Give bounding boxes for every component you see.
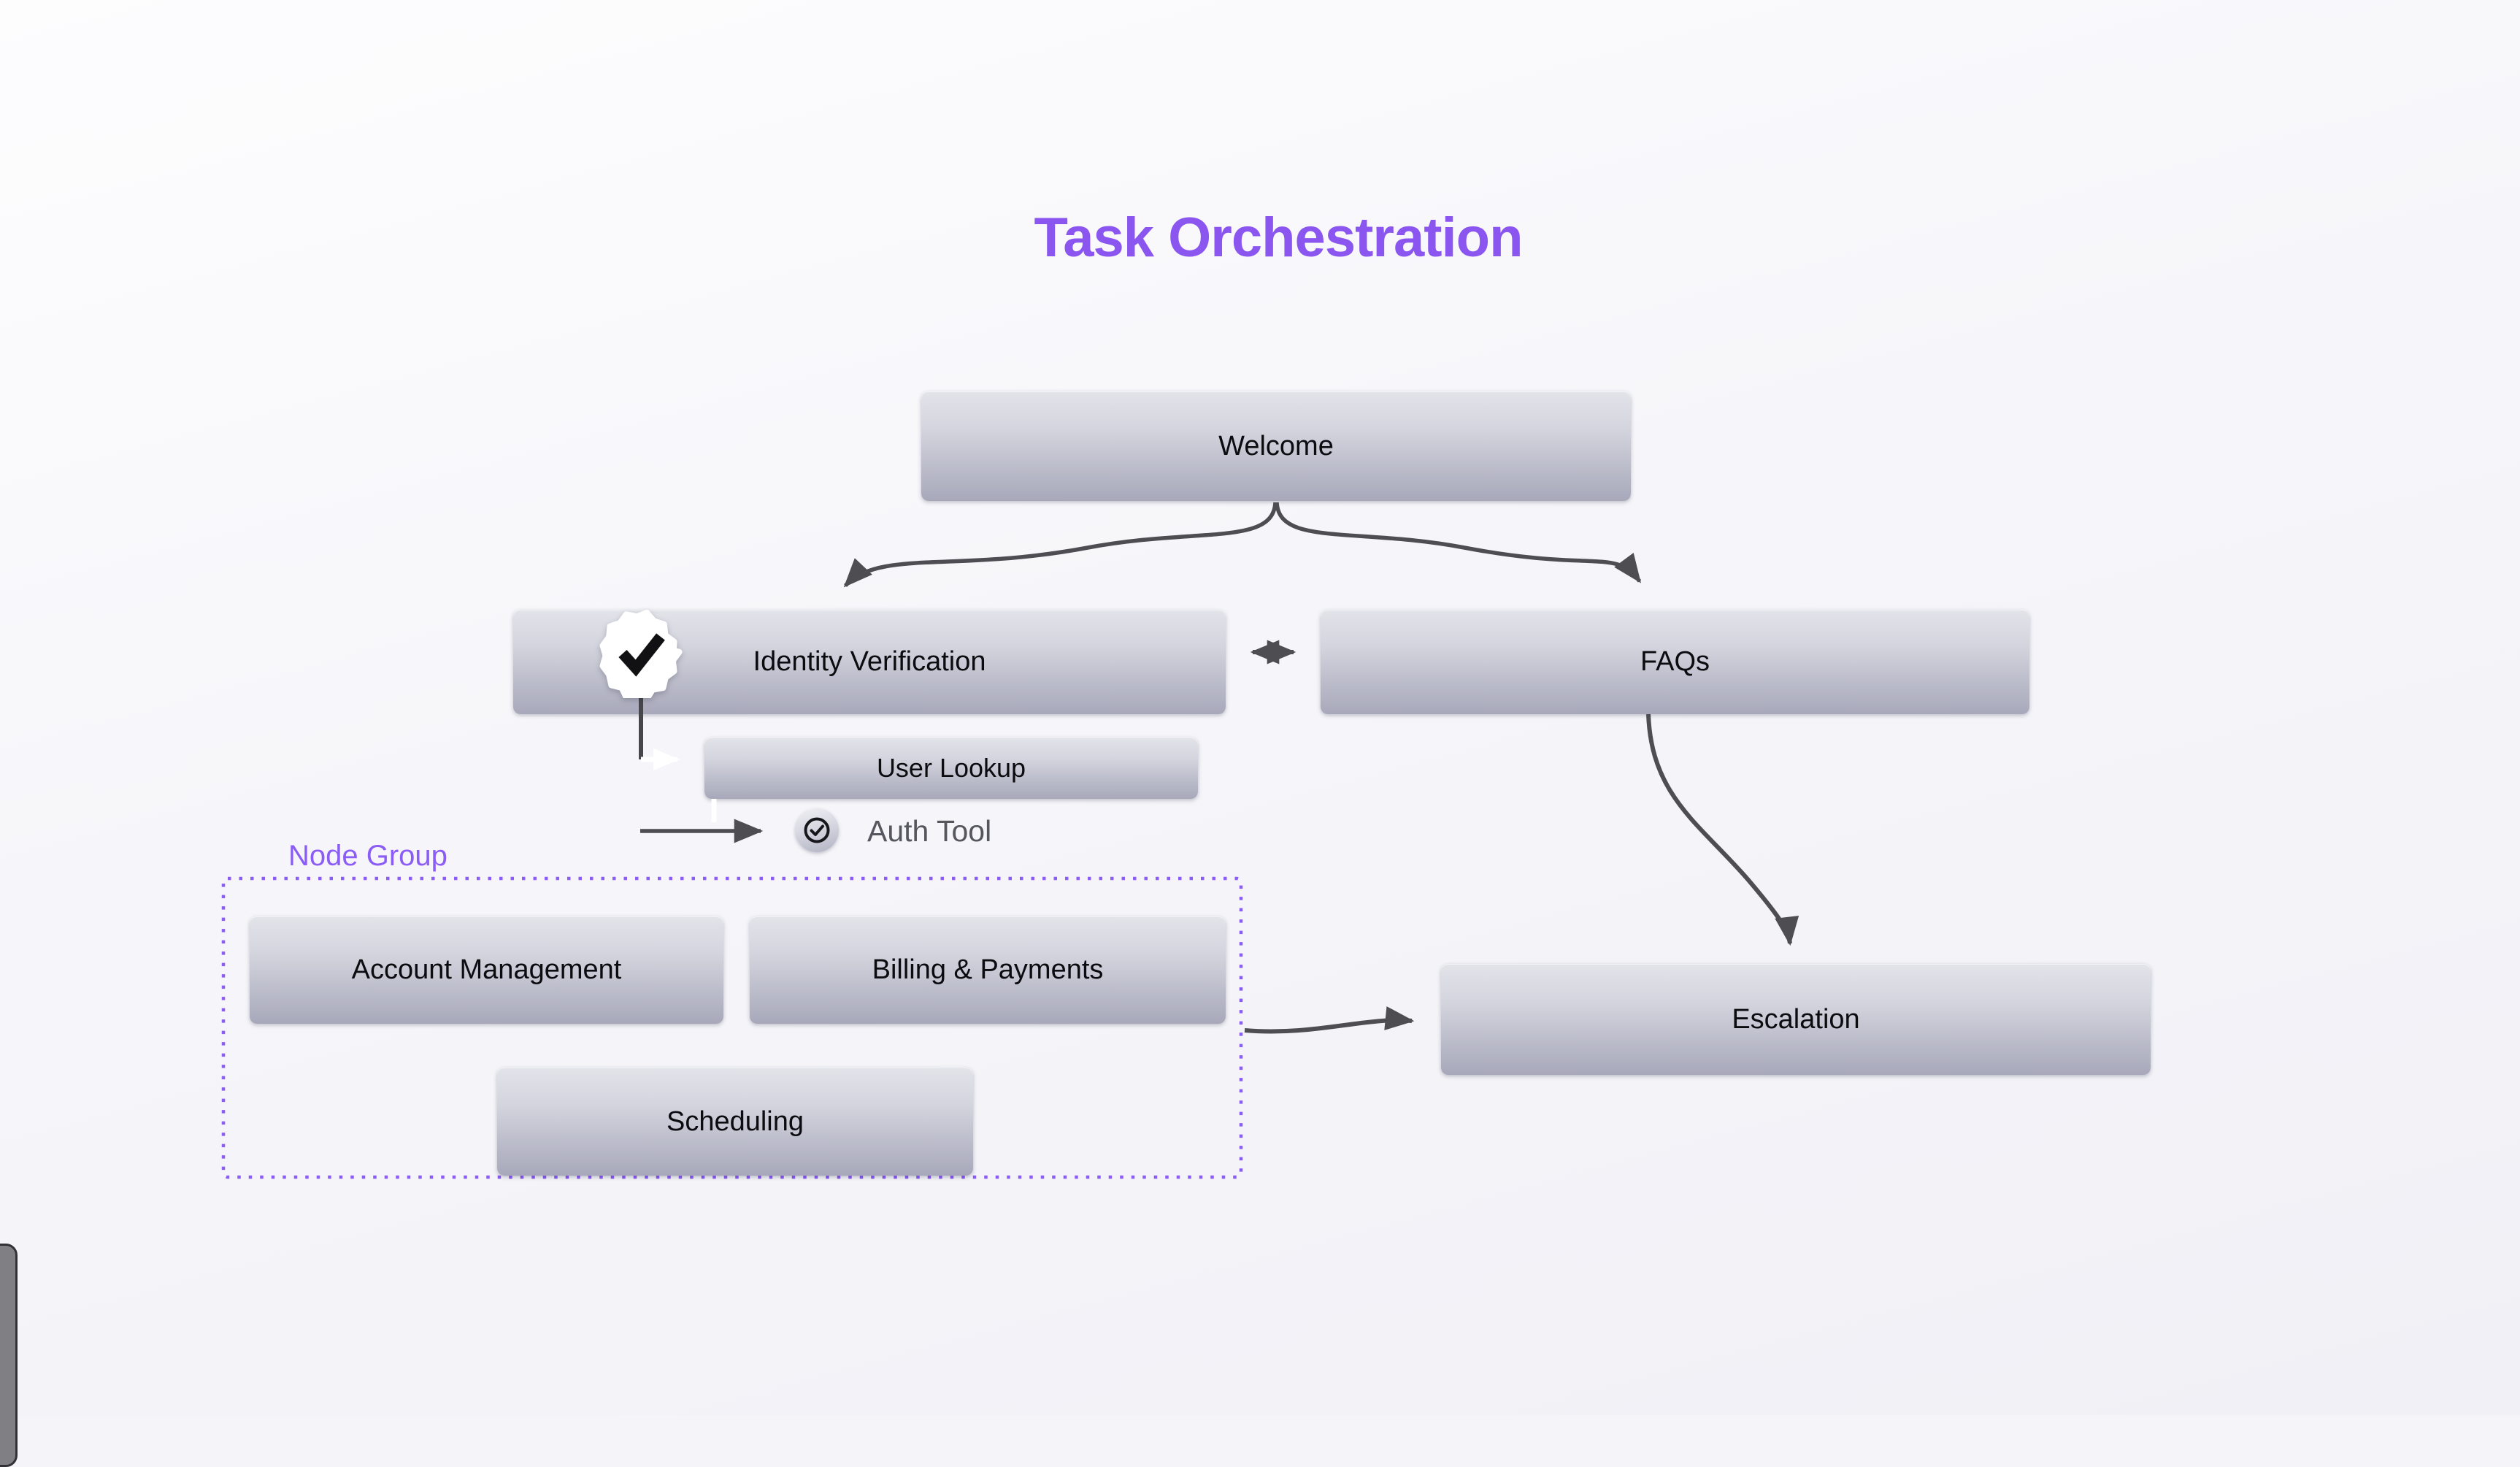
node-faqs[interactable]: FAQs <box>1321 610 2029 714</box>
node-faqs-label: FAQs <box>1640 646 1710 677</box>
node-user-lookup[interactable]: User Lookup <box>704 738 1198 799</box>
drawer-handle[interactable] <box>0 1244 18 1467</box>
node-account-management[interactable]: Account Management <box>250 916 723 1024</box>
node-escalation[interactable]: Escalation <box>1441 964 2151 1075</box>
node-auth-tool-label: Auth Tool <box>867 813 992 848</box>
node-welcome-label: Welcome <box>1218 430 1334 461</box>
edge-group-to-escalation <box>1244 1006 1415 1034</box>
edge-welcome-to-identity <box>843 502 1278 588</box>
node-group-label: Node Group <box>288 840 447 872</box>
node-user-lookup-label: User Lookup <box>876 753 1026 783</box>
node-welcome[interactable]: Welcome <box>921 391 1631 501</box>
node-scheduling[interactable]: Scheduling <box>497 1068 973 1176</box>
node-account-management-label: Account Management <box>351 954 622 985</box>
page-title: Task Orchestration <box>1034 207 1523 269</box>
node-scheduling-label: Scheduling <box>666 1106 804 1137</box>
node-billing-payments-label: Billing & Payments <box>872 954 1104 985</box>
check-circle-icon <box>804 817 830 843</box>
edge-faqs-to-escalation <box>1646 713 1799 946</box>
node-escalation-label: Escalation <box>1732 1003 1860 1035</box>
node-auth-tool[interactable] <box>795 808 839 852</box>
node-identity-verification-label: Identity Verification <box>753 646 986 677</box>
edge-welcome-to-faqs <box>1275 502 1642 583</box>
verified-seal-icon <box>599 610 683 698</box>
node-billing-payments[interactable]: Billing & Payments <box>750 916 1226 1024</box>
